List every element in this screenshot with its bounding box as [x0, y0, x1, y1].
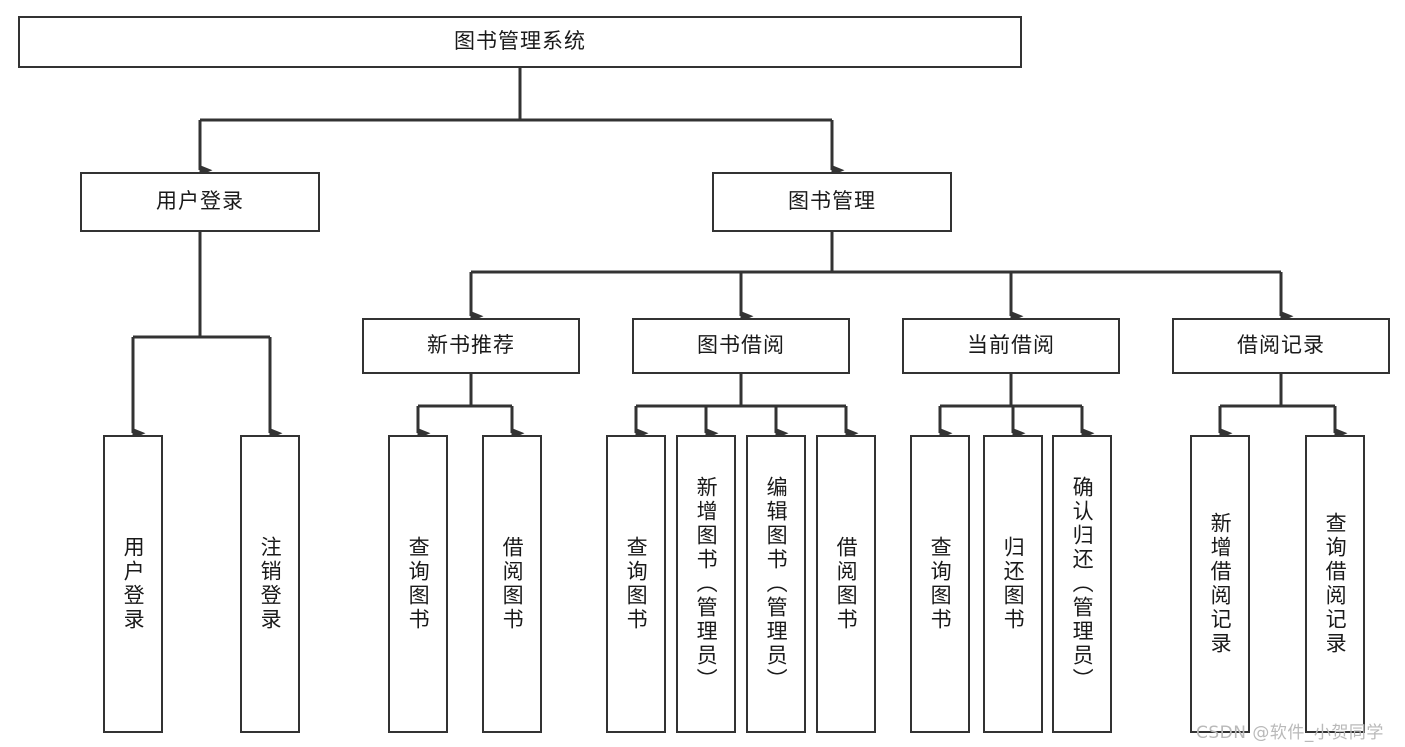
- node-label: 编辑图书（管理员）: [764, 476, 789, 692]
- node-leaf-add-record[interactable]: 新增借阅记录: [1190, 435, 1250, 733]
- node-book-manage[interactable]: 图书管理: [712, 172, 952, 232]
- node-user-login[interactable]: 用户登录: [80, 172, 320, 232]
- node-label: 图书管理: [788, 189, 876, 214]
- node-label: 借阅图书: [500, 536, 525, 632]
- node-label: 查询图书: [624, 536, 649, 632]
- csdn-watermark: CSDN @软件_小贺同学: [1196, 723, 1384, 743]
- node-label: 确认归还（管理员）: [1070, 476, 1095, 692]
- node-label: 用户登录: [156, 189, 244, 214]
- node-label: 新增借阅记录: [1208, 512, 1233, 656]
- node-leaf-logout[interactable]: 注销登录: [240, 435, 300, 733]
- node-label: 查询图书: [928, 536, 953, 632]
- node-leaf-query-book-3[interactable]: 查询图书: [910, 435, 970, 733]
- node-leaf-query-book-2[interactable]: 查询图书: [606, 435, 666, 733]
- node-leaf-query-book-1[interactable]: 查询图书: [388, 435, 448, 733]
- node-label: 用户登录: [121, 536, 146, 632]
- node-current-borrow[interactable]: 当前借阅: [902, 318, 1120, 374]
- node-label: 图书借阅: [697, 333, 785, 358]
- node-leaf-return-book[interactable]: 归还图书: [983, 435, 1043, 733]
- node-new-book-rec[interactable]: 新书推荐: [362, 318, 580, 374]
- node-label: 查询借阅记录: [1323, 512, 1348, 656]
- node-leaf-edit-book[interactable]: 编辑图书（管理员）: [746, 435, 806, 733]
- node-label: 借阅图书: [834, 536, 859, 632]
- node-label: 新增图书（管理员）: [694, 476, 719, 692]
- node-label: 注销登录: [258, 536, 283, 632]
- node-leaf-user-login[interactable]: 用户登录: [103, 435, 163, 733]
- node-book-borrow[interactable]: 图书借阅: [632, 318, 850, 374]
- node-label: 当前借阅: [967, 333, 1055, 358]
- node-leaf-add-book[interactable]: 新增图书（管理员）: [676, 435, 736, 733]
- node-label: 图书管理系统: [454, 29, 586, 54]
- node-label: 借阅记录: [1237, 333, 1325, 358]
- node-leaf-borrow-book-2[interactable]: 借阅图书: [816, 435, 876, 733]
- node-label: 归还图书: [1001, 536, 1026, 632]
- node-root[interactable]: 图书管理系统: [18, 16, 1022, 68]
- node-leaf-borrow-book-1[interactable]: 借阅图书: [482, 435, 542, 733]
- node-borrow-record[interactable]: 借阅记录: [1172, 318, 1390, 374]
- node-label: 新书推荐: [427, 333, 515, 358]
- node-leaf-query-record[interactable]: 查询借阅记录: [1305, 435, 1365, 733]
- node-label: 查询图书: [406, 536, 431, 632]
- node-leaf-confirm-return[interactable]: 确认归还（管理员）: [1052, 435, 1112, 733]
